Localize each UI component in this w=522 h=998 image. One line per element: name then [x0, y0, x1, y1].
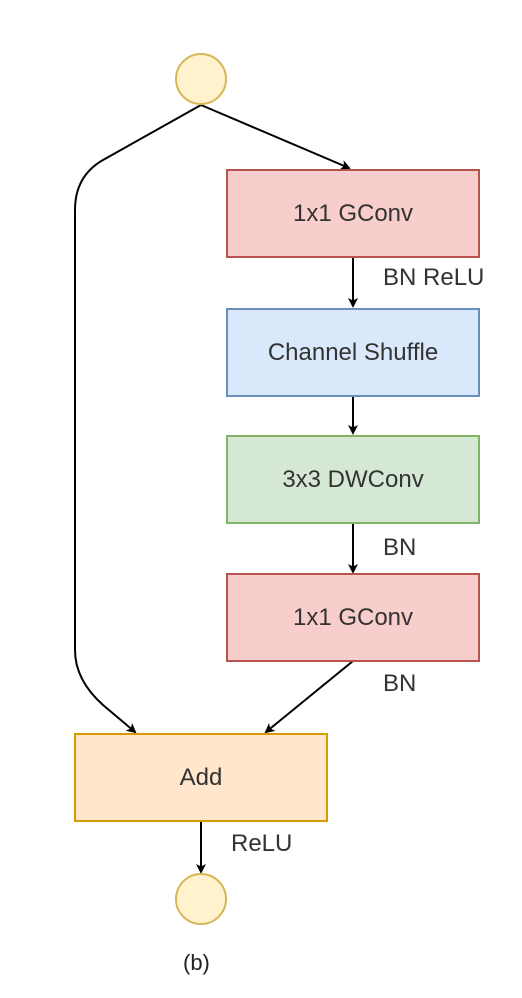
figure-caption: (b)	[183, 950, 210, 975]
add-box: Add	[74, 733, 328, 822]
channel-shuffle-box: Channel Shuffle	[226, 308, 480, 397]
dwconv-box: 3x3 DWConv	[226, 435, 480, 524]
edge-label-relu: ReLU	[231, 830, 293, 857]
gconv-top-label: 1x1 GConv	[292, 199, 414, 227]
edge-skip-connection	[74, 104, 202, 734]
edge-label-bn-relu: BN ReLU	[383, 264, 485, 291]
gconv-top-box: 1x1 GConv	[226, 169, 480, 258]
gconv-bottom-box: 1x1 GConv	[226, 573, 480, 662]
dwconv-label: 3x3 DWConv	[282, 465, 424, 493]
gconv-bottom-label: 1x1 GConv	[292, 603, 414, 631]
edge-input-to-gconv-top	[200, 104, 351, 170]
edge-label-bn-gconv-bottom: BN	[383, 670, 417, 697]
edge-label-bn-dwconv: BN	[383, 534, 417, 561]
output-node	[175, 873, 227, 925]
add-label: Add	[179, 763, 223, 791]
channel-shuffle-label: Channel Shuffle	[267, 338, 439, 366]
input-node	[175, 53, 227, 105]
edge-gconv-bottom-to-add	[264, 660, 354, 734]
